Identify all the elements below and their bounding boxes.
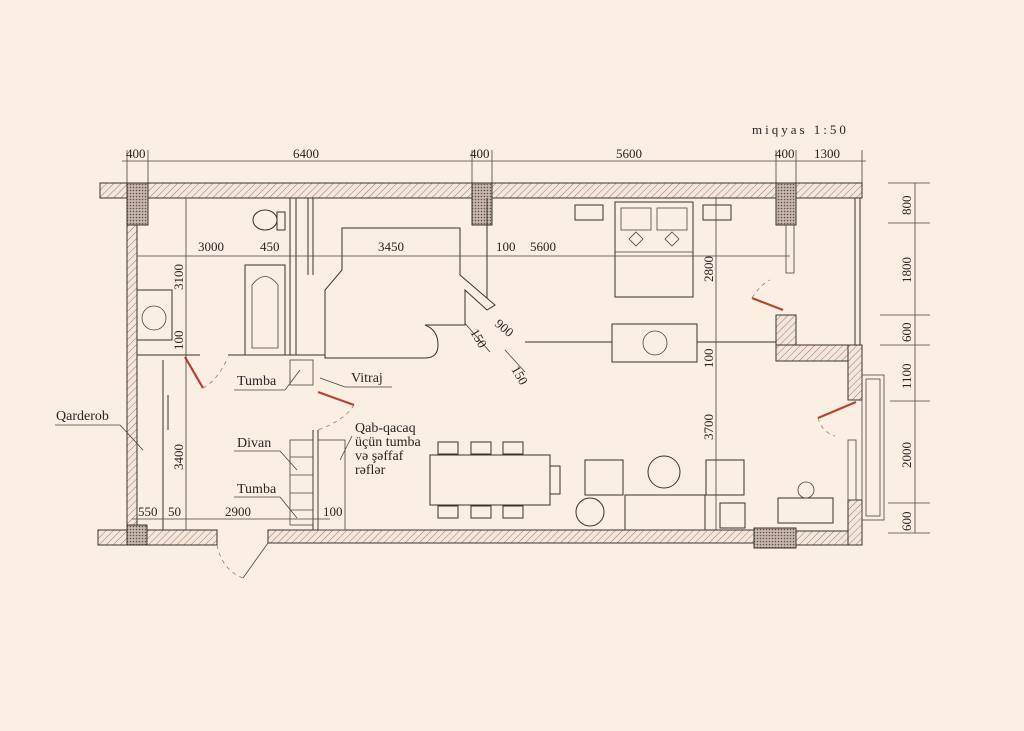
dim-int-4: 5600	[530, 239, 556, 254]
dim-bottom-0: 550	[138, 504, 158, 519]
label-qab-line3: və şəffaf	[355, 449, 404, 464]
dim-int-1: 450	[260, 239, 280, 254]
dim-top-4: 400	[775, 146, 795, 161]
dim-bottom-1: 50	[168, 504, 181, 519]
label-vitraj: Vitraj	[351, 371, 383, 386]
top-dimension-chain: 400 6400 400 5600 400 1300	[122, 146, 866, 183]
bed-icon	[614, 201, 694, 298]
dim-outer-2: 600	[899, 323, 914, 343]
dim-diag-2: 150	[508, 363, 531, 387]
vertical-dimensions: 3100 100 3400 2800 100 3700	[171, 198, 717, 530]
dim-right-1: 100	[701, 349, 716, 369]
dim-top-0: 400	[126, 146, 146, 161]
furniture	[136, 201, 834, 531]
dim-outer-0: 800	[899, 196, 914, 216]
dim-top-5: 1300	[814, 146, 840, 161]
dim-left-2: 3400	[171, 444, 186, 470]
scale-label: miqyas 1:50	[752, 122, 849, 137]
dim-int-3: 100	[496, 239, 516, 254]
dim-top-1: 6400	[293, 146, 319, 161]
toilet-icon	[252, 209, 278, 231]
dim-int-2: 3450	[378, 239, 404, 254]
outer-right-dimension-chain: 800 1800 600 1100 2000 600	[880, 182, 930, 534]
dim-top-2: 400	[470, 146, 490, 161]
label-qab-line4: rəflər	[355, 463, 386, 478]
bottom-dimension-chain: 550 50 2900 100	[132, 504, 343, 520]
dim-bottom-2: 2900	[225, 504, 251, 519]
dim-left-1: 100	[171, 331, 186, 351]
dim-bottom-3: 100	[323, 504, 343, 519]
dim-outer-3: 1100	[899, 363, 914, 389]
dim-outer-5: 600	[899, 512, 914, 532]
label-qarderob: Qarderob	[56, 409, 109, 424]
label-divan: Divan	[237, 436, 271, 451]
dim-int-0: 3000	[198, 239, 224, 254]
bathtub-icon	[244, 264, 286, 356]
kitchen-counter	[324, 227, 496, 359]
dining-table-icon	[429, 454, 551, 506]
dim-outer-1: 1800	[899, 257, 914, 283]
label-qab-line1: Qab-qacaq	[355, 421, 416, 436]
dim-outer-4: 2000	[899, 442, 914, 468]
label-tumba-top: Tumba	[237, 374, 277, 389]
dim-top-3: 5600	[616, 146, 642, 161]
dim-diag-0: 900	[492, 316, 517, 340]
dim-right-2: 3700	[701, 414, 716, 440]
dim-right-0: 2800	[701, 256, 716, 282]
interior-dimension-chain: 3000 450 3450 100 5600	[137, 239, 790, 257]
diagonal-dimensions: 900 150 150	[467, 316, 531, 388]
annotations: Qarderob Tumba Vitraj Qab-qacaq üçün tum…	[55, 369, 421, 519]
sink-icon	[136, 289, 173, 341]
doors	[184, 279, 857, 579]
dim-left-0: 3100	[171, 264, 186, 290]
walls	[97, 182, 885, 549]
label-qab-line2: üçün tumba	[355, 435, 421, 450]
sofa-icon	[624, 494, 706, 531]
vanity-icon	[777, 497, 834, 524]
label-tumba-bottom: Tumba	[237, 482, 277, 497]
